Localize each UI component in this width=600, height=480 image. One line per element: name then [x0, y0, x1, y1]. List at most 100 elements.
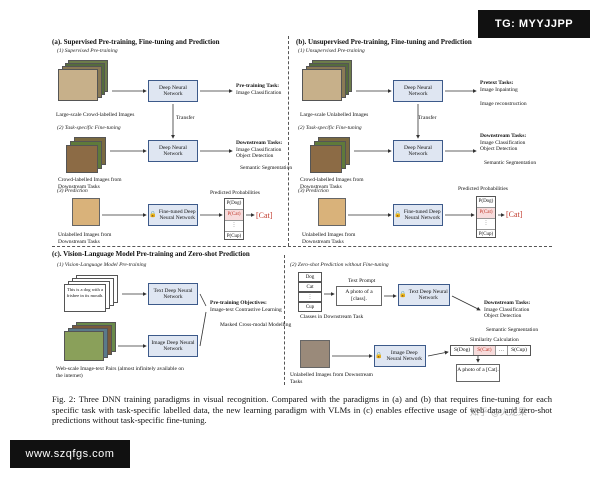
text-network-c: Text Deep Neural Network: [148, 283, 198, 305]
image-stack-pretrain-b: [302, 60, 354, 101]
downstream-2-c: Object Detection: [484, 313, 522, 319]
panel-a-step1: (1) Supervised Pre-training: [57, 48, 118, 54]
panel-c-step2: (2) Zero-shot Prediction without Fine-tu…: [290, 262, 389, 268]
panel-b-step1: (1) Unsupervised Pre-training: [298, 48, 365, 54]
zs-image-network-label: Image Deep Neural Network: [386, 349, 423, 363]
lock-icon: 🔒: [399, 291, 407, 298]
downstream-2-a: Object Detection: [236, 153, 274, 159]
prob-dots-b: ⋮: [477, 219, 495, 230]
pretrain-task-value-a: Image Classification: [236, 89, 282, 96]
network-finetune-a: Deep Neural Network: [148, 140, 198, 162]
result-box: A photo of a [Cat].: [456, 364, 500, 382]
panel-a-step3: (3) Prediction: [57, 188, 88, 194]
text-stack: [64, 275, 120, 312]
prob-dog-b: P(Dog): [477, 197, 495, 208]
finetune-images-label-b: Crowd-labelled Images from Downstream Ta…: [300, 177, 364, 190]
pretext-title-b: Pretext Tasks:: [480, 80, 514, 86]
watermark-faint: 知乎 @火龙果: [470, 408, 527, 418]
objectives-c: Pre-training Objectives: Image-text Cont…: [210, 300, 282, 313]
predict-images-label-a: Unlabelled Images from Downstream Tasks: [58, 232, 112, 245]
divider-vertical: [288, 36, 289, 246]
finetuned-network-label-a: Fine-tuned Deep Neural Network: [158, 208, 196, 222]
zs-text-network-label: Text Deep Neural Network: [408, 288, 448, 302]
downstream-1-a: Image Classification: [236, 146, 282, 153]
zs-image-network: 🔒 Image Deep Neural Network: [374, 345, 426, 367]
network-pretrain-b: Deep Neural Network: [393, 80, 443, 102]
panel-a-title: (a). Supervised Pre-training, Fine-tunin…: [52, 38, 220, 46]
prob-dots-a: ⋮: [225, 221, 243, 232]
network-finetune-b: Deep Neural Network: [393, 140, 443, 162]
downstream-tasks-b: Downstream Tasks: Image Classification O…: [480, 133, 526, 153]
objective-2-c: Masked Cross-modal Modelling: [220, 322, 292, 328]
similarity-row: S(Dog) S(Cat) … S(Cup): [450, 345, 531, 356]
lock-icon: 🔒: [394, 211, 402, 218]
predict-images-label-b: Unlabelled Images from Downstream Tasks: [302, 232, 356, 245]
finetuned-network-label-b: Fine-tuned Deep Neural Network: [403, 208, 441, 222]
text-prompt-box: A photo of a [class].: [336, 286, 382, 306]
classes-caption: Classes in Downstream Task: [300, 314, 364, 320]
downstream-1-b: Image Classification: [480, 139, 526, 146]
divider-vertical-c: [284, 255, 285, 385]
lock-icon: 🔒: [149, 211, 157, 218]
transfer-label-b: Transfer: [418, 115, 437, 121]
pretrain-images-label-a: Large-scale Crowd-labelled Images: [56, 112, 135, 118]
objectives-title-c: Pre-training Objectives:: [210, 300, 267, 306]
watermark-bottom: www.szqfgs.com: [10, 440, 130, 468]
downstream-title-c: Downstream Tasks:: [484, 300, 531, 306]
sim-dots: …: [496, 346, 509, 355]
image-stack-pretrain-a: [58, 60, 110, 101]
web-pairs-label: Web-scale Image-text Pairs (almost infin…: [56, 366, 184, 379]
panel-c-step1: (1) Vision-Language Model Pre-training: [57, 262, 147, 268]
zs-text-network: 🔒 Text Deep Neural Network: [398, 284, 450, 306]
panel-b-step3: (3) Prediction: [298, 188, 329, 194]
panel-b-title: (b). Unsupervised Pre-training, Fine-tun…: [296, 38, 472, 46]
pretrain-task-a: Pre-training Task: Image Classification: [236, 83, 281, 96]
cat-image-c: [300, 340, 330, 368]
sim-cat: S(Cat): [474, 346, 496, 355]
image-stack-web: [64, 322, 116, 362]
prob-box-b: P(Dog) P(Cat) ⋮ P(Cup): [476, 196, 496, 238]
prediction-a: [Cat]: [256, 211, 273, 220]
pretext-2-b: Image reconstruction: [480, 101, 527, 107]
image-stack-finetune-b: [310, 137, 352, 173]
downstream-2-b: Object Detection: [480, 146, 518, 152]
downstream-3-b: Semantic Segmentation: [484, 160, 537, 166]
prob-title-a: Predicted Probabilities: [210, 190, 260, 196]
prob-cat-a: P(Cat): [225, 210, 243, 221]
prob-cup-a: P(Cup): [226, 234, 242, 239]
downstream-title-b: Downstream Tasks:: [480, 133, 527, 139]
class-item: Cup: [298, 302, 322, 312]
prediction-b: [Cat]: [506, 210, 523, 219]
pretext-tasks-b: Pretext Tasks: Image Inpainting: [480, 80, 518, 93]
prob-dog-a: P(Dog): [225, 199, 243, 210]
panel-a-step2: (2) Task-specific Fine-tuning: [57, 125, 121, 131]
finetune-images-label-a: Crowd-labelled Images from Downstream Ta…: [58, 177, 122, 190]
class-item: ⋮: [298, 292, 322, 302]
downstream-1-c: Image Classification: [484, 306, 530, 313]
watermark-top: TG: MYYJJPP: [478, 10, 590, 38]
sim-dog: S(Dog): [451, 346, 475, 355]
prob-title-b: Predicted Probabilities: [458, 186, 508, 192]
prob-cup-b: P(Cup): [478, 232, 494, 237]
class-list: Dog Cat ⋮ Cup: [298, 272, 322, 312]
pretrain-images-label-b: Large-scale Unlabelled Images: [300, 112, 369, 118]
divider-horizontal: [52, 246, 552, 247]
text-prompt-title: Text Prompt: [348, 278, 376, 284]
prob-box-a: P(Dog) P(Cat) ⋮ P(Cup): [224, 198, 244, 240]
transfer-label-a: Transfer: [176, 115, 195, 121]
figure-caption: Fig. 2: Three DNN training paradigms in …: [52, 394, 552, 425]
image-network-c: Image Deep Neural Network: [148, 335, 198, 357]
downstream-tasks-a: Downstream Tasks: Image Classification O…: [236, 140, 282, 160]
image-stack-finetune-a: [66, 137, 108, 173]
class-item: Dog: [298, 272, 322, 282]
downstream-3-c: Semantic Segmentation: [486, 327, 539, 333]
objective-1-c: Image-text Contrastive Learning: [210, 306, 282, 313]
pretrain-task-title-a: Pre-training Task:: [236, 83, 280, 89]
cat-image-a: [72, 198, 100, 226]
lock-icon: 🔒: [375, 352, 383, 359]
network-finetuned-b: 🔒 Fine-tuned Deep Neural Network: [393, 204, 443, 226]
panel-c-title: (c). Vision-Language Model Pre-training …: [52, 250, 250, 258]
downstream-tasks-c: Downstream Tasks: Image Classification O…: [484, 300, 530, 320]
text-sample: This is a dog with a frisbee in its mout…: [66, 287, 104, 298]
